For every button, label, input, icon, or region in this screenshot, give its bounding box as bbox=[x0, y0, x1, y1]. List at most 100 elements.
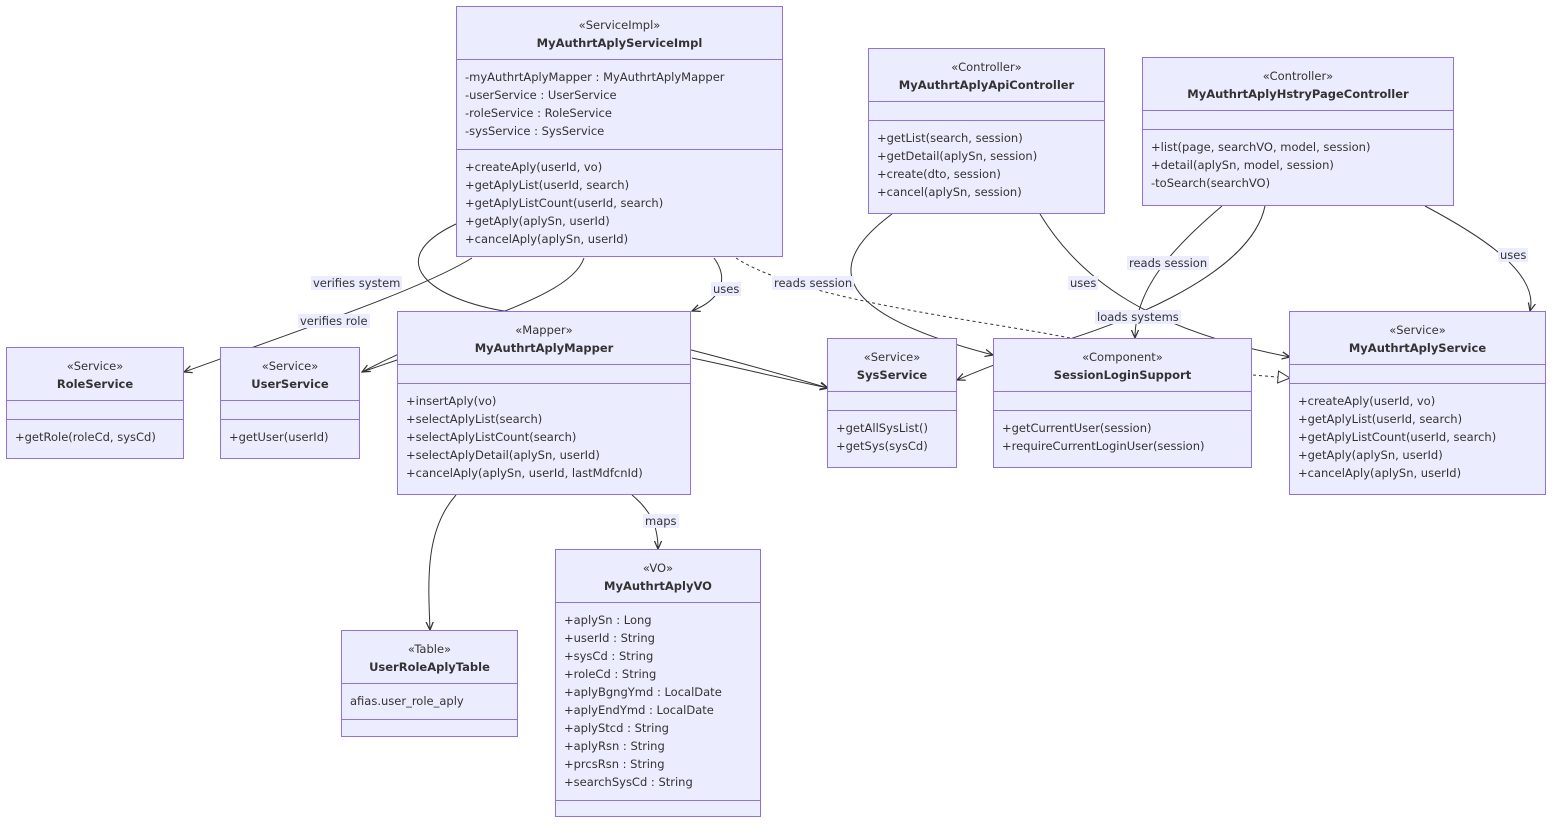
class-methods-section: +getList(search, session)+getDetail(aply… bbox=[869, 121, 1104, 210]
class-stereotype: «Service» bbox=[261, 359, 319, 373]
class-method: +requireCurrentLoginUser(session) bbox=[1002, 439, 1205, 453]
edge-mapper-to-sys bbox=[691, 357, 828, 388]
class-userservice: «Service»UserService +getUser(userId) bbox=[220, 347, 360, 459]
class-header: «Controller»MyAuthrtAplyApiController bbox=[869, 49, 1104, 102]
class-field: afias.user_role_aply bbox=[350, 694, 464, 708]
class-method: +cancel(aplySn, session) bbox=[877, 185, 1022, 199]
class-name: MyAuthrtAplyServiceImpl bbox=[536, 36, 703, 50]
class-fields-section: -myAuthrtAplyMapper : MyAuthrtAplyMapper… bbox=[457, 60, 782, 150]
class-roleservice: «Service» RoleService +getRole(roleCd, sys… bbox=[6, 347, 184, 459]
class-field: +aplySn : Long bbox=[564, 613, 652, 627]
class-field: +aplyRsn : String bbox=[564, 739, 665, 753]
class-methods-section: +getRole(roleCd, sysCd) bbox=[7, 420, 183, 455]
class-stereotype: «Service» bbox=[863, 350, 921, 364]
class-name: MyAuthrtAplyMapper bbox=[474, 341, 614, 355]
class-header: «VO» MyAuthrtAplyVO bbox=[556, 550, 760, 603]
class-field: +prcsRsn : String bbox=[564, 757, 665, 771]
edge-hstry-loads-systems bbox=[957, 205, 1266, 380]
class-method: +list(page, searchVO, model, session) bbox=[1151, 140, 1371, 154]
class-myauthrtaplymapper: «Mapper» MyAuthrtAplyMapper +insertAply(vo… bbox=[397, 311, 691, 495]
label-loads-systems: loads systems bbox=[1095, 310, 1181, 324]
class-header: «Table» UserRoleAplyTable bbox=[342, 631, 517, 684]
class-myauthrtaplyservice: «Service»MyAuthrtAplyService +createAply(… bbox=[1289, 311, 1546, 495]
class-methods-section: +insertAply(vo)+selectAplyList(search)+s… bbox=[398, 384, 690, 491]
edge-mapper-to-table bbox=[429, 494, 457, 630]
label-reads-session-impl: reads session bbox=[772, 276, 855, 290]
edge-session-realizes bbox=[1252, 375, 1290, 378]
class-methods-section: +getUser(userId) bbox=[221, 420, 359, 455]
class-name: RoleService bbox=[56, 377, 134, 391]
class-field: +userId : String bbox=[564, 631, 655, 645]
class-header: «Service»UserService bbox=[221, 348, 359, 401]
class-fields-section bbox=[828, 392, 956, 411]
class-method: +detail(aplySn, model, session) bbox=[1151, 158, 1334, 172]
class-name: MyAuthrtAplyVO bbox=[604, 579, 712, 593]
edge-api-to-session bbox=[850, 213, 993, 355]
class-fields-section bbox=[7, 401, 183, 420]
class-fields-section bbox=[1143, 111, 1453, 130]
class-name: MyAuthrtAplyService bbox=[1348, 341, 1487, 355]
class-field: -myAuthrtAplyMapper : MyAuthrtAplyMapper bbox=[465, 70, 725, 84]
class-stereotype: «Table» bbox=[407, 642, 452, 656]
class-field: +sysCd : String bbox=[564, 649, 654, 663]
class-method: +create(dto, session) bbox=[877, 167, 1001, 181]
label-uses-hstry: uses bbox=[1498, 248, 1529, 262]
class-fields-section bbox=[398, 365, 690, 384]
class-stereotype: «Service» bbox=[66, 359, 124, 373]
class-method: +cancelAply(aplySn, userId, lastMdfcnId) bbox=[406, 466, 643, 480]
class-method: +cancelAply(aplySn, userId) bbox=[1298, 466, 1462, 480]
class-method: +getAplyListCount(userId, search) bbox=[465, 196, 664, 210]
class-method: +selectAplyList(search) bbox=[406, 412, 543, 426]
class-name: SysService bbox=[856, 368, 928, 382]
class-field: -userService : UserService bbox=[465, 88, 617, 102]
class-field: +searchSysCd : String bbox=[564, 775, 693, 789]
class-fields-section bbox=[1290, 365, 1545, 384]
class-fields-section: afias.user_role_aply bbox=[342, 684, 517, 720]
class-field: +aplyBgngYmd : LocalDate bbox=[564, 685, 722, 699]
class-header: «Controller»MyAuthrtAplyHstryPageControl… bbox=[1143, 58, 1453, 111]
class-method: +getAplyListCount(userId, search) bbox=[1298, 430, 1497, 444]
class-method: +getAplyList(userId, search) bbox=[465, 178, 630, 192]
class-header: «Service»MyAuthrtAplyService bbox=[1290, 312, 1545, 365]
class-name: UserRoleAplyTable bbox=[369, 660, 490, 674]
class-stereotype: «Mapper» bbox=[515, 323, 573, 337]
class-method: -toSearch(searchVO) bbox=[1151, 176, 1271, 190]
label-verifies-system: verifies system bbox=[311, 276, 403, 290]
class-field: -sysService : SysService bbox=[465, 124, 605, 138]
class-stereotype: «ServiceImpl» bbox=[578, 18, 661, 32]
class-name: SessionLoginSupport bbox=[1053, 368, 1192, 382]
class-fields-section bbox=[221, 401, 359, 420]
class-methods-section bbox=[556, 801, 760, 819]
class-method: +insertAply(vo) bbox=[406, 394, 497, 408]
class-method: +createAply(userId, vo) bbox=[465, 160, 603, 174]
class-myauthrtaplyhstrypagecontroller: «Controller»MyAuthrtAplyHstryPageControl… bbox=[1142, 57, 1454, 206]
class-method: +getSys(sysCd) bbox=[836, 439, 928, 453]
class-method: +getUser(userId) bbox=[229, 430, 329, 444]
class-method: +getRole(roleCd, sysCd) bbox=[15, 430, 156, 444]
class-header: «Service» RoleService bbox=[7, 348, 183, 401]
class-method: +cancelAply(aplySn, userId) bbox=[465, 232, 629, 246]
class-field: -roleService : RoleService bbox=[465, 106, 612, 120]
class-myauthrtaplyapicontroller: «Controller»MyAuthrtAplyApiController +ge… bbox=[868, 48, 1105, 214]
class-method: +getAply(aplySn, userId) bbox=[465, 214, 610, 228]
label-uses-api: uses bbox=[1068, 276, 1099, 290]
class-method: +getAplyList(userId, search) bbox=[1298, 412, 1463, 426]
class-fields-section bbox=[994, 392, 1251, 411]
class-myauthrtaplyvo: «VO» MyAuthrtAplyVO +aplySn : Long +userId … bbox=[555, 549, 761, 817]
class-method: +createAply(userId, vo) bbox=[1298, 394, 1436, 408]
class-header: «Service» SysService bbox=[828, 339, 956, 392]
class-field: +aplyEndYmd : LocalDate bbox=[564, 703, 714, 717]
class-method: +getAply(aplySn, userId) bbox=[1298, 448, 1443, 462]
label-uses-mapper: uses bbox=[711, 282, 742, 296]
label-reads-session-hstry: reads session bbox=[1127, 256, 1210, 270]
class-stereotype: «Controller» bbox=[1262, 69, 1334, 83]
class-method: +getDetail(aplySn, session) bbox=[877, 149, 1038, 163]
class-methods-section bbox=[342, 720, 517, 738]
class-header: «Mapper» MyAuthrtAplyMapper bbox=[398, 312, 690, 365]
edge-impl-reads-session bbox=[735, 257, 1071, 339]
class-stereotype: «Controller» bbox=[951, 60, 1022, 74]
label-verifies-role: verifies role bbox=[298, 314, 370, 328]
edge-mapper-to-user bbox=[361, 359, 398, 373]
class-sysservice: «Service»SysService+getAllSysList()+getS… bbox=[827, 338, 957, 468]
class-stereotype: «VO» bbox=[642, 561, 674, 575]
